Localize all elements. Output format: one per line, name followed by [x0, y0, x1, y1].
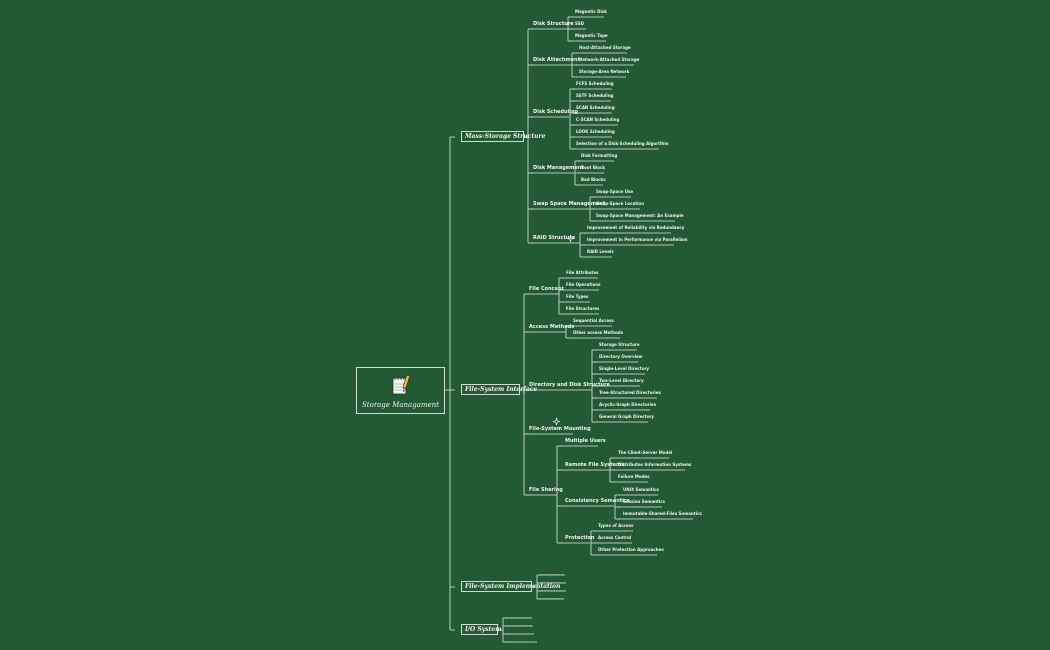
collapsed-child-mark: ~~~~~~~~ — [541, 588, 566, 592]
node-consistency-semantics[interactable]: Consistency Semantics — [565, 498, 630, 504]
leaf-fcfs-scheduling[interactable]: FCFS Scheduling — [576, 81, 614, 86]
collapsed-child-mark: ~~~~~~~ — [510, 615, 532, 619]
node-disk-structure[interactable]: Disk Structure — [533, 21, 574, 27]
node-directory-disk-structure[interactable]: Directory and Disk Structure — [529, 382, 610, 388]
leaf-swap-space-location[interactable]: Swap-Space Location — [596, 201, 644, 206]
leaf-raid-reliability[interactable]: Improvement of Reliability via Redundanc… — [587, 225, 685, 230]
topic-label: I/O System — [465, 626, 502, 633]
topic-file-system-implementation[interactable]: File-System Implementation — [461, 581, 560, 592]
leaf-magnetic-tape[interactable]: Magnetic Tape — [575, 33, 608, 38]
leaf-acyclic-graph-directories[interactable]: Acyclic-Graph Directories — [599, 402, 657, 407]
collapsed-child-mark: ~~~~~~~~ — [508, 623, 533, 627]
leaf-sstf-scheduling[interactable]: SSTF Scheduling — [576, 93, 614, 98]
leaf-storage-structure[interactable]: Storage Structure — [599, 342, 640, 347]
leaf-storage-area-network[interactable]: Storage-Area Network — [579, 69, 630, 74]
node-remote-file-systems[interactable]: Remote File Systems — [565, 462, 625, 468]
collapsed-child-mark: ~~~~~~~~ — [541, 580, 566, 584]
collapsed-child-mark: ~~~~~~~ — [543, 596, 565, 600]
leaf-swap-space-example[interactable]: Swap-Space Management: An Example — [596, 213, 684, 218]
topic-io-system[interactable]: I/O System — [461, 624, 502, 635]
leaf-raid-levels[interactable]: RAID Levels — [587, 249, 614, 254]
leaf-access-control[interactable]: Access Control — [598, 535, 632, 540]
node-raid-structure[interactable]: RAID Structure — [533, 235, 576, 241]
collapsed-child-mark: ~~~~~~~ — [543, 572, 565, 576]
collapsed-child-mark: ~~~~~~~ — [508, 632, 530, 636]
collapsed-child-mark: ~~~~~~~~ — [506, 640, 531, 644]
leaf-file-attributes[interactable]: File Attributes — [566, 270, 599, 275]
leaf-magnetic-disk[interactable]: Magnetic Disk — [575, 9, 607, 14]
leaf-directory-overview[interactable]: Directory Overview — [599, 354, 643, 359]
leaf-bad-blocks[interactable]: Bad Blocks — [581, 177, 606, 182]
node-file-concept[interactable]: File Concept — [529, 286, 564, 292]
topic-file-system-interface[interactable]: File-System Interface — [461, 384, 537, 395]
topic-label: File-System Interface — [465, 386, 538, 393]
topic-label: File-System Implementation — [465, 583, 561, 590]
leaf-distributed-information-systems[interactable]: Distributes Information Systems — [618, 462, 692, 467]
leaf-c-scan-scheduling[interactable]: C-SCAN Scheduling — [576, 117, 620, 122]
leaf-selection-disk-scheduling[interactable]: Selection of a Disk-Scheduling Algorithm — [576, 141, 669, 146]
root-node[interactable]: Storage Managament — [356, 367, 445, 414]
notepad-pencil-icon — [392, 374, 411, 395]
node-access-methods[interactable]: Access Methods — [529, 324, 575, 330]
node-protection[interactable]: Protection — [565, 535, 595, 541]
leaf-other-access-methods[interactable]: Other access Methods — [573, 330, 623, 335]
node-disk-attachment[interactable]: Disk Attachment — [533, 57, 581, 63]
leaf-two-level-directory[interactable]: Two-Level Directory — [599, 378, 644, 383]
leaf-host-attached-storage[interactable]: Host-Attached Storage — [579, 45, 631, 50]
leaf-immutable-shared-files[interactable]: Immutable-Shared-Files Semantics — [623, 511, 702, 516]
leaf-boot-block[interactable]: Boot Block — [581, 165, 606, 170]
leaf-client-server-model[interactable]: The Client-Server Model — [618, 450, 673, 455]
topic-label: Mass-Storage Structure — [465, 133, 546, 140]
node-disk-management[interactable]: Disk Management — [533, 165, 584, 171]
leaf-other-protection-approaches[interactable]: Other Protection Approaches — [598, 547, 664, 552]
leaf-raid-performance[interactable]: Improvement in Performance via Paralleli… — [587, 237, 688, 242]
node-multiple-users[interactable]: Multiple Users — [565, 438, 606, 444]
leaf-ssd[interactable]: SSD — [575, 21, 584, 26]
leaf-session-semantics[interactable]: Session Semantics — [623, 499, 666, 504]
sparkle-icon — [566, 234, 575, 243]
root-title: Storage Managament — [362, 401, 439, 409]
leaf-general-graph-directory[interactable]: General Graph Directory — [599, 414, 655, 419]
leaf-file-structures[interactable]: File Structures — [566, 306, 600, 311]
leaf-types-of-access[interactable]: Types of Access — [598, 523, 634, 528]
leaf-sequential-access[interactable]: Sequential Access — [573, 318, 614, 323]
leaf-file-types[interactable]: File Types — [566, 294, 589, 299]
leaf-swap-space-use[interactable]: Swap-Space Use — [596, 189, 634, 194]
node-swap-space-management[interactable]: Swap Space Management — [533, 201, 606, 207]
leaf-file-operations[interactable]: File Operations — [566, 282, 601, 287]
leaf-single-level-directory[interactable]: Single-Level Directory — [599, 366, 650, 371]
leaf-tree-structured-directories[interactable]: Tree-Structured Directories — [599, 390, 661, 395]
leaf-network-attached-storage[interactable]: Network-Attached Storage — [579, 57, 640, 62]
leaf-scan-scheduling[interactable]: SCAN Scheduling — [576, 105, 615, 110]
leaf-unix-semantics[interactable]: UNIX Semantics — [623, 487, 659, 492]
node-file-system-mounting[interactable]: File-System Mounting — [529, 426, 591, 432]
node-file-sharing[interactable]: File Sharing — [529, 487, 563, 493]
sparkle-icon — [552, 417, 561, 426]
topic-mass-storage-structure[interactable]: Mass-Storage Structure — [461, 131, 545, 142]
leaf-look-scheduling[interactable]: LOOK Scheduling — [576, 129, 615, 134]
node-disk-scheduling[interactable]: Disk Scheduling — [533, 109, 579, 115]
leaf-disk-formatting[interactable]: Disk Formatting — [581, 153, 618, 158]
leaf-failure-modes[interactable]: Failure Modes — [618, 474, 650, 479]
